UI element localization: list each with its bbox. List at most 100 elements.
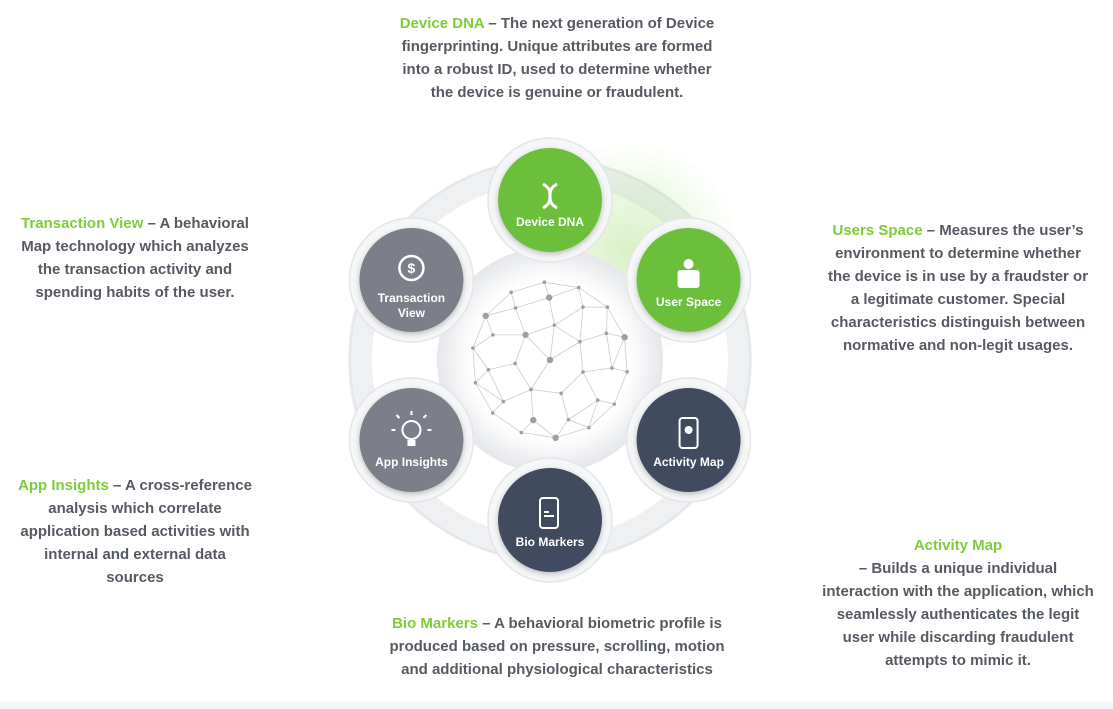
network-edge: [485, 315, 494, 336]
network-edge: [525, 324, 555, 336]
callout-transaction-view: Transaction View – A behavioral Map tech…: [14, 212, 256, 304]
network-edge: [472, 315, 487, 349]
callout-app-insights: App Insights – A cross-reference analysi…: [14, 474, 256, 589]
bottom-strip: [0, 701, 1113, 709]
network-edge: [475, 382, 494, 414]
network-edge: [488, 369, 504, 402]
network-edge: [613, 371, 628, 405]
network-edge: [472, 347, 489, 370]
network-node: [552, 434, 559, 441]
network-node: [581, 370, 585, 374]
callout-body: – Builds a unique individual interaction…: [822, 560, 1094, 669]
callout-body: – The next generation of Device fingerpr…: [401, 15, 715, 101]
network-node: [486, 367, 491, 372]
network-node: [595, 398, 600, 402]
network-edge: [579, 341, 584, 373]
network-edge: [485, 307, 516, 317]
callout-device-dna: Device DNA – The next generation of Devi…: [392, 12, 722, 104]
callout-title: Bio Markers: [392, 615, 478, 632]
network-edge: [578, 287, 584, 308]
network-node: [513, 306, 518, 310]
network-node: [509, 290, 513, 295]
node-user-space: User Space: [625, 217, 752, 343]
network-edge: [492, 412, 522, 433]
network-edge: [568, 399, 598, 420]
network-edge: [503, 389, 532, 402]
network-node: [542, 280, 547, 285]
callout-bio-markers: Bio Markers – A behavioral biometric pro…: [384, 612, 730, 681]
network-node: [612, 402, 617, 406]
node-label-line2: View: [398, 306, 426, 320]
node-badge: [498, 468, 602, 572]
network-edge: [530, 389, 534, 421]
network-edge: [578, 287, 608, 308]
network-node: [578, 339, 582, 344]
network-node: [621, 334, 628, 341]
node-app-insights: App Insights: [348, 377, 475, 503]
network-edge: [472, 348, 476, 383]
network-edge: [568, 419, 589, 429]
node-label: Activity Map: [653, 455, 724, 469]
callout-activity-map: Activity Map – Builds a unique individua…: [822, 534, 1094, 672]
network-edge: [488, 363, 516, 371]
network-edge: [606, 306, 625, 338]
network-edge: [530, 359, 551, 390]
node-label: Device DNA: [516, 215, 584, 229]
network-node: [610, 366, 614, 370]
callout-title: Transaction View: [21, 215, 144, 232]
network-edge: [485, 292, 512, 317]
network-edge: [475, 382, 504, 402]
callout-body: – A behavioral Map technology which anal…: [21, 215, 249, 301]
callout-body: – A behavioral biometric profile is prod…: [389, 615, 725, 678]
callout-title: App Insights: [18, 477, 109, 494]
network-node: [545, 294, 553, 301]
network-edge: [555, 427, 589, 439]
network-node: [559, 391, 563, 396]
network-edge: [530, 389, 562, 394]
network-node: [604, 331, 609, 336]
network-edge: [475, 369, 489, 384]
callout-title: Activity Map: [913, 537, 1003, 554]
map-pin-phone-icon: [678, 417, 699, 449]
network-edge: [554, 306, 584, 326]
network-node: [471, 346, 475, 350]
dna-icon: [542, 182, 558, 210]
network-edge: [533, 419, 556, 439]
network-node: [625, 370, 629, 374]
callout-users-space: Users Space – Measures the user’s enviro…: [822, 219, 1094, 357]
network-node: [522, 331, 529, 339]
network-node: [530, 416, 537, 424]
lightbulb-icon: [391, 411, 432, 446]
network-node: [581, 305, 585, 309]
network-node: [566, 417, 571, 422]
network-edge: [605, 307, 608, 334]
network-edge: [549, 341, 581, 361]
callout-title: Users Space: [832, 222, 923, 239]
network-edge: [582, 371, 599, 401]
network-edge: [588, 400, 599, 428]
network-edge: [624, 337, 628, 372]
network-edge: [597, 399, 615, 405]
network-edge: [560, 371, 584, 394]
network-node: [482, 312, 489, 320]
network-edge: [582, 367, 612, 373]
callout-title: Device DNA: [399, 15, 485, 32]
network-node: [513, 361, 517, 366]
network-edge: [549, 325, 555, 361]
user-icon: [677, 259, 700, 288]
network-node: [529, 387, 533, 392]
network-node: [552, 323, 557, 327]
node-bio-markers: Bio Markers: [487, 457, 613, 583]
node-label: User Space: [656, 295, 722, 309]
network-node: [576, 285, 581, 290]
network-node: [546, 356, 554, 364]
node-label: App Insights: [375, 455, 448, 469]
network-edge: [555, 419, 569, 439]
network-edge: [579, 332, 607, 343]
network-edge: [492, 401, 504, 414]
network-node: [473, 380, 478, 385]
network-edge: [521, 432, 556, 439]
network-edge: [514, 334, 526, 364]
